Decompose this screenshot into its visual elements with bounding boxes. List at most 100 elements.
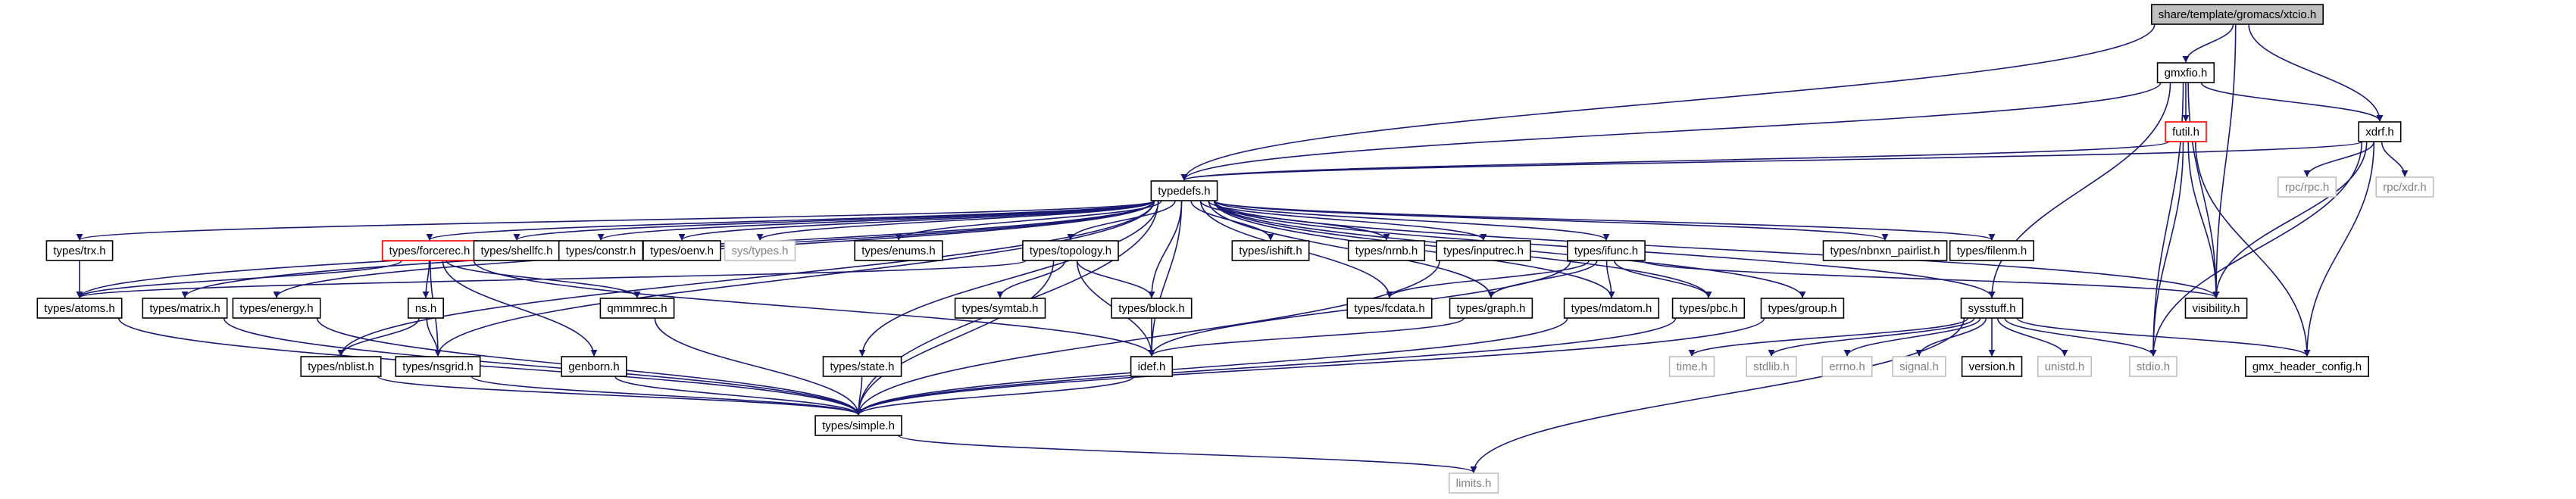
- node-box: [814, 415, 902, 436]
- node-label: futil.h: [2172, 126, 2199, 139]
- edge-qmmmrec-to-simple: [654, 317, 862, 416]
- edge-xdrf-to-visibility: [2212, 141, 2368, 298]
- node-label: xdrf.h: [2365, 126, 2394, 139]
- node-label: types/topology.h: [1030, 245, 1111, 257]
- edge-sysstuff-to-stdlib: [1768, 317, 1975, 357]
- node-label: types/constr.h: [566, 245, 636, 257]
- node-box: [2358, 121, 2402, 142]
- edge-typedefs-to-topology: [1067, 200, 1176, 241]
- node-version[interactable]: version.h: [1961, 356, 2023, 377]
- edge-xdrf-to-typedefs: [1181, 141, 2363, 181]
- node-atoms[interactable]: types/atoms.h: [36, 298, 123, 319]
- node-nrnb[interactable]: types/nrnb.h: [1347, 240, 1426, 261]
- node-label: time.h: [1677, 360, 1708, 373]
- node-box: [1347, 240, 1426, 261]
- node-visibility[interactable]: visibility.h: [2184, 298, 2248, 319]
- edge-topology-to-simple: [855, 260, 1055, 416]
- edge-typedefs-to-block: [1148, 200, 1183, 298]
- node-box: [142, 298, 228, 319]
- edge-typedefs-to-filenm: [1213, 200, 1996, 241]
- node-box: [2245, 356, 2369, 377]
- node-topology[interactable]: types/topology.h: [1022, 240, 1119, 261]
- node-ns[interactable]: ns.h: [407, 298, 444, 319]
- node-box: [1346, 298, 1433, 319]
- edge-sysstuff-to-errno: [1843, 317, 1981, 357]
- node-nblist[interactable]: types/nblist.h: [300, 356, 382, 377]
- node-mdatom[interactable]: types/mdatom.h: [1563, 298, 1660, 319]
- node-genborn[interactable]: genborn.h: [561, 356, 627, 377]
- node-box: [599, 298, 675, 319]
- node-rpc_xdr: rpc/xdr.h: [2375, 176, 2434, 198]
- node-box: [1892, 356, 1946, 377]
- node-block[interactable]: types/block.h: [1111, 298, 1193, 319]
- node-box: [381, 240, 478, 261]
- edge-sysstuff-to-gmxhdr: [2016, 317, 2311, 357]
- node-shellfc[interactable]: types/shellfc.h: [473, 240, 561, 261]
- edge-topology-to-atoms: [76, 260, 1027, 298]
- edge-simple-to-limits: [898, 435, 1477, 473]
- node-label: limits.h: [1456, 477, 1492, 490]
- node-label: visibility.h: [2192, 302, 2240, 315]
- node-state[interactable]: types/state.h: [822, 356, 902, 377]
- node-inputrec[interactable]: types/inputrec.h: [1436, 240, 1531, 261]
- node-ishift[interactable]: types/ishift.h: [1231, 240, 1310, 261]
- node-fcdata[interactable]: types/fcdata.h: [1346, 298, 1433, 319]
- edge-forcerec-to-ns: [422, 260, 430, 298]
- edge-xdrf-to-rpc_rpc: [2303, 141, 2375, 177]
- node-group[interactable]: types/group.h: [1760, 298, 1845, 319]
- node-simple[interactable]: types/simple.h: [814, 415, 902, 436]
- node-label: unistd.h: [2045, 360, 2085, 373]
- node-ifunc[interactable]: types/ifunc.h: [1567, 240, 1646, 261]
- node-label: gmxfio.h: [2165, 67, 2208, 80]
- node-idef[interactable]: idef.h: [1130, 356, 1174, 377]
- node-label: types/ishift.h: [1239, 245, 1302, 257]
- node-label: signal.h: [1899, 360, 1939, 373]
- node-xdrf[interactable]: xdrf.h: [2358, 121, 2402, 142]
- edge-typedefs-to-forcerec: [426, 200, 1155, 241]
- node-box: [1760, 298, 1845, 319]
- edge-ifunc-to-fcdata: [1386, 260, 1590, 298]
- edge-gmxfio-to-xdrf: [2200, 82, 2384, 122]
- edge-typedefs-to-oenv: [678, 200, 1155, 241]
- edge-root-to-visibility: [2212, 23, 2237, 298]
- edge-gmxfio-to-sysstuff: [1988, 82, 2171, 298]
- node-gmxfio[interactable]: gmxfio.h: [2156, 62, 2215, 83]
- node-matrix[interactable]: types/matrix.h: [142, 298, 228, 319]
- node-symtab[interactable]: types/symtab.h: [954, 298, 1046, 319]
- node-graph[interactable]: types/graph.h: [1449, 298, 1533, 319]
- node-label: types/symtab.h: [962, 302, 1039, 315]
- node-box: [1449, 298, 1533, 319]
- node-constr[interactable]: types/constr.h: [558, 240, 644, 261]
- node-box: [1563, 298, 1660, 319]
- node-enums[interactable]: types/enums.h: [854, 240, 943, 261]
- node-root[interactable]: share/template/gromacs/xtcio.h: [2151, 4, 2324, 25]
- edge-typedefs-to-nblist: [337, 200, 1155, 357]
- node-sysstuff[interactable]: sysstuff.h: [1960, 298, 2024, 319]
- node-oenv[interactable]: types/oenv.h: [642, 240, 721, 261]
- node-label: types/energy.h: [239, 302, 313, 315]
- node-forcerec[interactable]: types/forcerec.h: [381, 240, 478, 261]
- edge-typedefs-to-visibility: [1213, 200, 2220, 298]
- edge-ifunc-to-visibility: [1641, 260, 2220, 298]
- node-label: types/matrix.h: [149, 302, 220, 315]
- edge-typedefs-to-nbnxn: [1213, 200, 1889, 241]
- node-energy[interactable]: types/energy.h: [232, 298, 321, 319]
- edge-ns-to-nblist: [337, 317, 420, 357]
- node-label: types/simple.h: [822, 419, 895, 432]
- node-pbc[interactable]: types/pbc.h: [1671, 298, 1746, 319]
- node-label: types/nsgrid.h: [402, 360, 473, 373]
- edge-matrix-to-simple: [223, 317, 862, 416]
- node-futil[interactable]: futil.h: [2165, 121, 2207, 142]
- edge-typedefs-to-systypes: [756, 200, 1155, 241]
- node-stdlib: stdlib.h: [1746, 356, 1797, 377]
- node-nsgrid[interactable]: types/nsgrid.h: [395, 356, 481, 377]
- node-gmxhdr[interactable]: gmx_header_config.h: [2245, 356, 2369, 377]
- edge-sysstuff-to-limits: [1470, 317, 1965, 473]
- node-qmmmrec[interactable]: qmmmrec.h: [599, 298, 675, 319]
- node-typedefs[interactable]: typedefs.h: [1150, 180, 1218, 201]
- node-trx[interactable]: types/trx.h: [45, 240, 114, 261]
- node-nbnxn[interactable]: types/nbnxn_pairlist.h: [1822, 240, 1948, 261]
- node-filenm[interactable]: types/filenm.h: [1949, 240, 2034, 261]
- node-label: types/oenv.h: [650, 245, 714, 257]
